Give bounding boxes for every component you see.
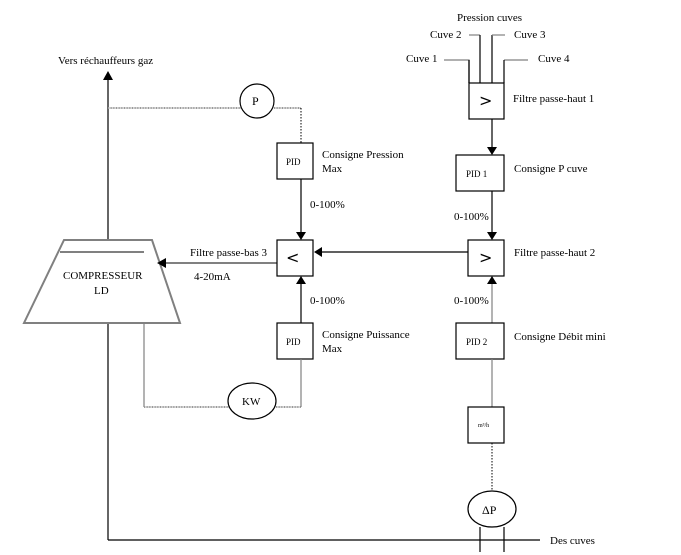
pid1-output-range: 0-100% <box>454 211 489 223</box>
pid-power-name: PID <box>286 337 301 347</box>
pid2-block[interactable] <box>455 322 505 360</box>
pid-power-block[interactable] <box>276 322 314 360</box>
arrow-head-icon <box>487 276 497 284</box>
cuve-1-label: Cuve 1 <box>406 53 437 65</box>
pid-pressure-name: PID <box>286 157 301 167</box>
high-pass-1-label: Filtre passe-haut 1 <box>513 93 594 105</box>
compressor-name-line1: COMPRESSEUR <box>63 270 143 282</box>
pression-cuves-label: Pression cuves <box>457 12 522 24</box>
compressor-cmd-signal: 4-20mA <box>194 271 231 283</box>
cuve-1-line <box>444 59 470 83</box>
des-cuves-label: Des cuves <box>550 535 595 547</box>
power-sensor[interactable] <box>227 382 277 420</box>
arrow-head-icon <box>157 258 166 268</box>
cuve-3-label: Cuve 3 <box>514 29 546 41</box>
pid1-label: Consigne P cuve <box>514 163 588 175</box>
pid2-name: PID 2 <box>466 337 487 347</box>
power-sensor-label: KW <box>242 396 261 408</box>
compressor-ld-shape[interactable] <box>22 239 182 324</box>
vers-rechauffeurs-label: Vers réchauffeurs gaz <box>58 55 153 67</box>
cuve-2-label: Cuve 2 <box>430 29 461 41</box>
high-pass-filter-1-block[interactable] <box>468 82 505 120</box>
arrow-head-icon <box>487 232 497 240</box>
arrow-head-icon <box>487 147 497 155</box>
pid-pressure-label-2: Max <box>322 163 343 175</box>
high-pass-filter-2-block[interactable] <box>467 239 505 277</box>
cuve-4-label: Cuve 4 <box>538 53 570 65</box>
delta-p-sensor[interactable] <box>467 490 517 528</box>
arrow-up-icon <box>103 71 113 80</box>
pid-pressure-block[interactable] <box>276 142 314 180</box>
flow-meter-block[interactable] <box>467 406 505 444</box>
arrow-head-icon <box>296 232 306 240</box>
arrow-head-icon <box>314 247 322 257</box>
pid-power-output-range: 0-100% <box>310 295 345 307</box>
low-pass-filter-3-block[interactable] <box>276 239 314 277</box>
delta-p-label: ΔP <box>482 503 497 517</box>
pid-pressure-output-range: 0-100% <box>310 199 345 211</box>
pid2-label: Consigne Débit mini <box>514 331 606 343</box>
pid1-name: PID 1 <box>466 169 487 179</box>
low-pass-3-symbol: < <box>286 248 299 267</box>
pid-pressure-label-1: Consigne Pression <box>322 149 404 161</box>
pid-power-label-1: Consigne Puissance <box>322 329 410 341</box>
pressure-sensor[interactable] <box>239 83 275 119</box>
low-pass-3-label: Filtre passe-bas 3 <box>190 247 267 259</box>
high-pass-2-symbol: > <box>479 248 492 267</box>
pid1-block[interactable] <box>455 154 505 192</box>
compressor-name-line2: LD <box>94 285 109 297</box>
high-pass-1-symbol: > <box>479 91 492 110</box>
pid-power-label-2: Max <box>322 343 343 355</box>
flow-unit: m³/h <box>478 423 489 429</box>
high-pass-2-label: Filtre passe-haut 2 <box>514 247 595 259</box>
arrow-head-icon <box>296 276 306 284</box>
pressure-sensor-label: P <box>252 94 259 108</box>
pid2-output-range: 0-100% <box>454 295 489 307</box>
